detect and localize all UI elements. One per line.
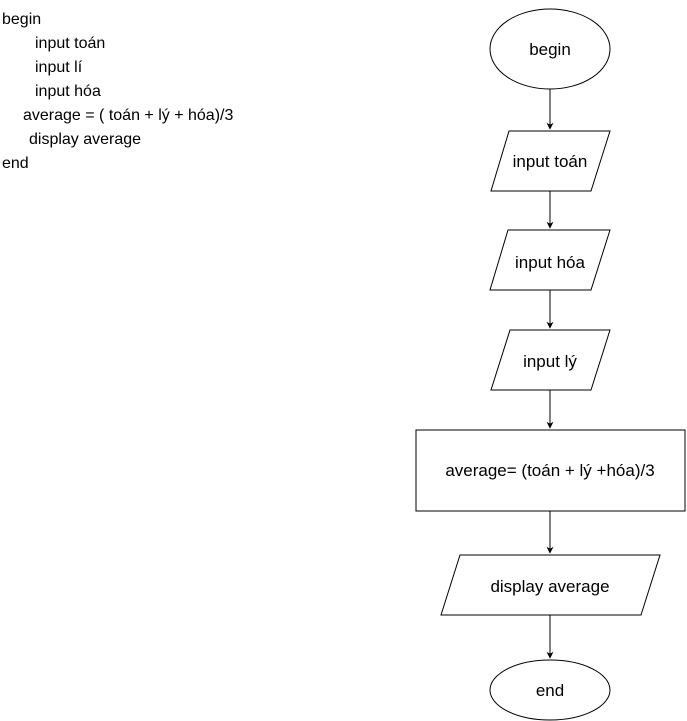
begin-label: begin — [529, 40, 571, 59]
pseudocode-line-end: end — [2, 155, 29, 172]
input-toan-parallelogram — [490, 130, 611, 192]
input-hoa-parallelogram — [489, 229, 611, 291]
end-label: end — [536, 681, 564, 700]
pseudocode-line-average: average = ( toán + lý + hóa)/3 — [23, 107, 234, 124]
input-ly-parallelogram — [490, 329, 611, 391]
pseudocode-line-input-toan: input toán — [35, 35, 106, 52]
input-toan-label: input toán — [513, 152, 588, 171]
pseudocode-line-begin: begin — [2, 11, 42, 28]
flowchart-end-node: end — [489, 659, 611, 721]
pseudocode-line-input-hoa: input hóa — [35, 83, 101, 100]
pseudocode-block: begin input toán input lí input hóa aver… — [0, 8, 233, 176]
end-terminal-shape — [489, 659, 611, 721]
flowchart-begin-node: begin — [489, 8, 611, 90]
input-ly-label: input lý — [523, 352, 577, 371]
flowchart-average-node: average= (toán + lý +hóa)/3 — [415, 429, 686, 512]
average-label: average= (toán + lý +hóa)/3 — [445, 461, 654, 480]
pseudocode-line-display: display average — [29, 131, 142, 148]
input-hoa-label: input hóa — [515, 253, 585, 272]
display-label: display average — [490, 577, 609, 596]
display-parallelogram — [440, 554, 661, 616]
flowchart-display-node: display average — [440, 554, 661, 616]
pseudocode-line-input-li: input lí — [35, 59, 83, 76]
flowchart-input-hoa-node: input hóa — [489, 229, 611, 291]
flowchart-input-toan-node: input toán — [490, 130, 611, 192]
flowchart-input-ly-node: input lý — [490, 329, 611, 391]
average-process-box — [415, 429, 686, 512]
